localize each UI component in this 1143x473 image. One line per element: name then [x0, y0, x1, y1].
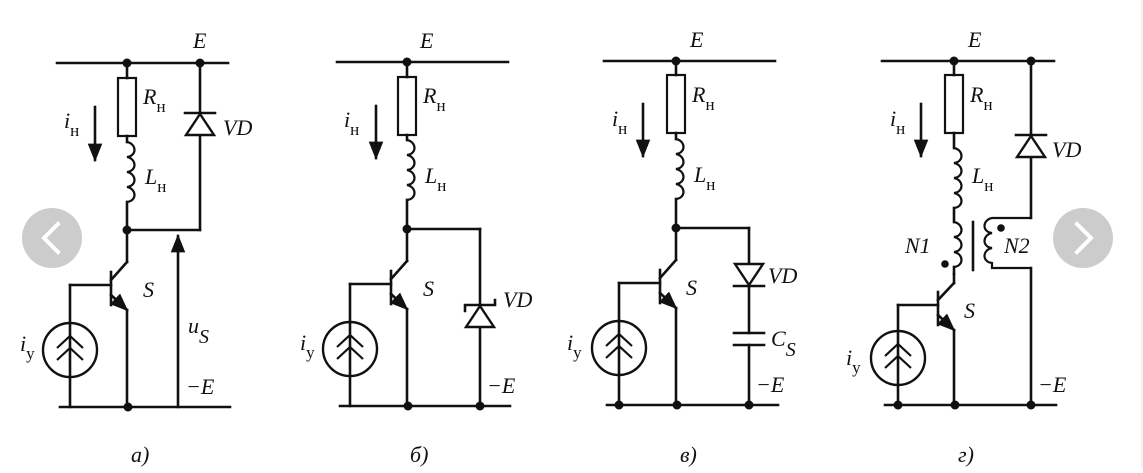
polarity-dot — [997, 224, 1005, 232]
resistor-label: Rн — [691, 82, 715, 114]
resistor-label: Rн — [142, 84, 166, 116]
switch-transistor — [68, 228, 129, 409]
supply-label: E — [967, 27, 982, 52]
neg-supply-label: −E — [1038, 372, 1067, 397]
chevron-right-icon — [1074, 221, 1094, 255]
diode-label: VD — [503, 287, 532, 312]
switch-transistor — [617, 226, 678, 407]
neg-supply-label: −E — [487, 373, 516, 398]
inductor-label: Lн — [424, 163, 446, 195]
load-resistor — [396, 75, 418, 137]
diode-label: VD — [768, 263, 797, 288]
diode-label: VD — [1052, 137, 1081, 162]
recovery-diode — [1014, 133, 1048, 159]
load-current-label: iн — [612, 106, 627, 138]
switch-transistor — [896, 272, 956, 407]
control-current-source — [321, 282, 379, 408]
load-inductor — [675, 137, 685, 201]
panel-caption: г) — [958, 442, 974, 467]
load-current-label: iн — [344, 107, 359, 139]
load-current-label: iн — [64, 108, 79, 140]
winding2-label: N2 — [1003, 233, 1030, 258]
inductor-label: Lн — [144, 164, 166, 196]
supply-label: E — [192, 28, 207, 53]
circuit-panel-b — [321, 57, 512, 411]
chevron-left-icon — [41, 221, 61, 255]
edge-divider — [1141, 0, 1143, 468]
inductor-label: Lн — [971, 163, 993, 195]
switch-label: S — [423, 276, 434, 301]
switch-transistor — [348, 227, 409, 408]
resistor-label: Rн — [422, 83, 446, 115]
control-current-source — [869, 303, 927, 407]
diode-label: VD — [223, 115, 252, 140]
neg-supply-label: −E — [186, 374, 215, 399]
next-image-button[interactable] — [1053, 208, 1113, 268]
control-current-label: iу — [567, 330, 582, 362]
load-inductor — [126, 140, 136, 204]
transformer-winding-n2 — [983, 216, 1031, 270]
switch-label: S — [143, 277, 154, 302]
freewheel-diode — [183, 111, 217, 137]
circuit-panel-g — [869, 56, 1058, 410]
snubber-diode — [732, 262, 766, 288]
zener-diode — [463, 298, 497, 329]
load-inductor — [953, 146, 963, 210]
neg-supply-label: −E — [756, 372, 785, 397]
switch-label: S — [964, 298, 975, 323]
control-current-label: iу — [300, 330, 315, 362]
control-current-label: iу — [846, 345, 861, 377]
load-inductor — [406, 138, 416, 202]
load-resistor — [116, 76, 138, 138]
resistor-label: Rн — [969, 82, 993, 114]
circuit-panel-a — [41, 58, 232, 412]
voltage-label: uS — [188, 313, 209, 348]
supply-label: E — [419, 28, 434, 53]
circuit-panel-v — [590, 56, 780, 410]
snubber-capacitor — [732, 331, 766, 347]
supply-label: E — [689, 27, 704, 52]
control-current-source — [41, 283, 99, 409]
load-resistor — [943, 73, 965, 135]
polarity-dot — [941, 260, 949, 268]
panel-caption: в) — [680, 442, 697, 467]
load-resistor — [665, 73, 687, 135]
winding1-label: N1 — [904, 233, 931, 258]
previous-image-button[interactable] — [22, 208, 82, 268]
inductor-label: Lн — [693, 162, 715, 194]
switch-label: S — [686, 275, 697, 300]
control-current-source — [590, 281, 648, 407]
panel-caption: б) — [410, 442, 428, 467]
load-current-label: iн — [890, 106, 905, 138]
transformer-winding-n1 — [953, 220, 963, 269]
panel-caption: а) — [131, 442, 149, 467]
capacitor-label: CS — [771, 326, 796, 361]
control-current-label: iу — [20, 331, 35, 363]
